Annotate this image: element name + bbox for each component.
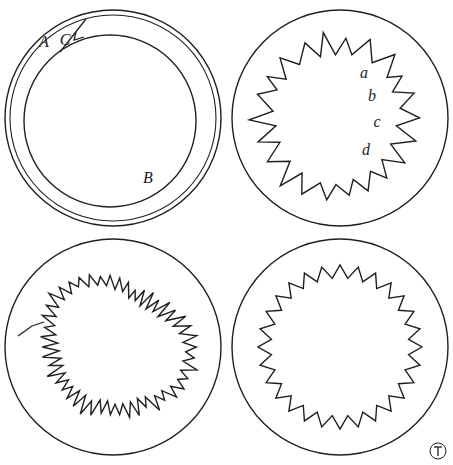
inner-disc [24,35,196,207]
letter-label: a [360,65,368,81]
outer-ring-inner-edge [10,15,216,221]
split-line [60,19,86,52]
crack-line [18,322,44,336]
letter-label: C [60,32,71,48]
plate-circle [5,239,221,455]
engraver-mark-stroke [437,447,438,456]
jagged-star [249,33,419,200]
engraver-mark [430,443,446,459]
plate-circle [232,239,448,455]
letter-label: A [39,34,49,50]
letter-label: c [373,114,380,130]
letter-label: b [368,88,376,104]
split-notch [74,32,84,40]
irregular-spiked-blob [41,275,197,417]
letter-label: d [362,142,370,158]
regular-zigzag [258,265,422,429]
letter-label: B [143,170,153,186]
plate-circle [232,10,448,226]
outer-ring [5,10,221,226]
